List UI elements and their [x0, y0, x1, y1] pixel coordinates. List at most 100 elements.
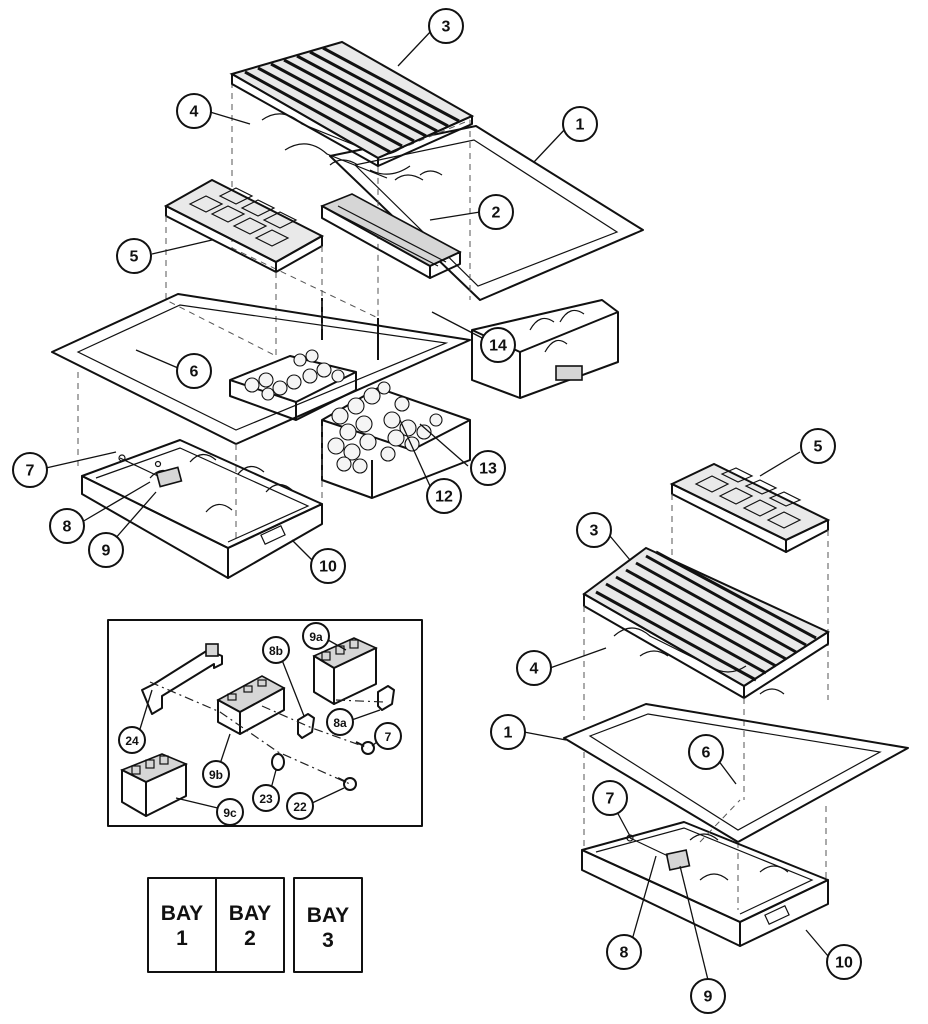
callout-7-right: 7	[592, 780, 628, 816]
callout-8b: 8b	[262, 636, 290, 664]
callout-9-right: 9	[690, 978, 726, 1014]
svg-text:7: 7	[26, 463, 35, 480]
svg-text:7: 7	[385, 730, 392, 744]
callout-7-detail: 7	[374, 722, 402, 750]
svg-text:3: 3	[442, 19, 451, 36]
inset-frame	[107, 619, 423, 827]
vent-grille-right	[669, 462, 831, 700]
callout-8a: 8a	[326, 708, 354, 736]
trim-frame-lower	[51, 293, 471, 445]
callout-6: 6	[176, 353, 212, 389]
left-assembly: 3 4 1 2 5 6 14 7 13 12 8 9 10	[12, 8, 644, 584]
vent-grille	[163, 178, 325, 273]
callout-9b: 9b	[202, 760, 230, 788]
svg-text:8: 8	[620, 945, 629, 962]
svg-text:10: 10	[319, 559, 337, 576]
svg-text:3: 3	[590, 523, 599, 540]
callout-1-right: 1	[490, 714, 526, 750]
svg-text:8: 8	[63, 519, 72, 536]
svg-text:13: 13	[479, 461, 497, 478]
screw-7	[355, 741, 375, 755]
bay-2-word: BAY	[229, 902, 271, 925]
grill-grate-right	[582, 546, 831, 699]
leader-lines-left	[45, 29, 567, 563]
svg-text:9c: 9c	[223, 806, 237, 820]
callout-5-right: 5	[800, 428, 836, 464]
callout-7: 7	[12, 452, 48, 488]
svg-text:4: 4	[530, 661, 539, 678]
housing-right	[583, 606, 785, 800]
bay-3-box	[293, 877, 363, 973]
switch-bracket	[118, 454, 183, 488]
callout-5: 5	[116, 238, 152, 274]
callout-8-right: 8	[606, 934, 642, 970]
callout-10-right: 10	[826, 944, 862, 980]
callout-9: 9	[88, 532, 124, 568]
bay-1-box	[147, 877, 217, 973]
callout-6-right: 6	[688, 734, 724, 770]
switch-9a	[312, 637, 378, 705]
clip-8b	[297, 713, 315, 739]
svg-text:7: 7	[606, 791, 615, 808]
svg-text:8b: 8b	[269, 644, 283, 658]
svg-text:14: 14	[489, 338, 507, 355]
svg-text:9: 9	[704, 989, 713, 1006]
callout-8: 8	[49, 508, 85, 544]
leader-lines-right	[523, 451, 829, 981]
svg-text:1: 1	[504, 725, 513, 742]
rock-tray-small	[229, 349, 357, 421]
clip-8a	[377, 685, 395, 711]
svg-text:9b: 9b	[209, 768, 223, 782]
svg-text:9: 9	[102, 543, 111, 560]
bay-3-num: 3	[322, 929, 334, 952]
svg-text:5: 5	[130, 249, 139, 266]
svg-text:23: 23	[259, 792, 273, 806]
callout-3-right: 3	[576, 512, 612, 548]
bay-2-box	[215, 877, 285, 973]
callout-4-right: 4	[516, 650, 552, 686]
svg-text:2: 2	[492, 205, 501, 222]
trim-frame-right	[563, 703, 909, 843]
svg-text:12: 12	[435, 489, 453, 506]
bay-legend: BAY 1 BAY 2 BAY 3	[147, 877, 363, 973]
nut-23	[271, 753, 285, 771]
svg-text:6: 6	[702, 745, 711, 762]
svg-text:1: 1	[576, 117, 585, 134]
switch-9c	[120, 753, 189, 817]
bay-2-num: 2	[244, 927, 256, 950]
callout-4: 4	[176, 93, 212, 129]
svg-text:4: 4	[190, 104, 199, 121]
callout-14: 14	[480, 327, 516, 363]
callout-24: 24	[118, 726, 146, 754]
rock-grate-large	[321, 381, 471, 499]
grill-grate-top	[229, 40, 475, 167]
callout-9c: 9c	[216, 798, 244, 826]
switch-9b	[216, 675, 286, 735]
callout-9a: 9a	[302, 622, 330, 650]
drip-box	[81, 439, 323, 579]
lower-housing	[77, 372, 323, 540]
drip-box-right	[581, 752, 829, 947]
bay-1-word: BAY	[161, 902, 203, 925]
svg-text:22: 22	[293, 800, 307, 814]
svg-text:8a: 8a	[333, 716, 347, 730]
callout-10: 10	[310, 548, 346, 584]
heating-element-cartridge	[320, 193, 462, 279]
svg-text:6: 6	[190, 364, 199, 381]
bracket-24	[141, 649, 223, 715]
svg-text:5: 5	[814, 439, 823, 456]
bay-1-num: 1	[176, 927, 188, 950]
svg-text:24: 24	[125, 734, 139, 748]
callout-13: 13	[470, 450, 506, 486]
bracket-clip	[555, 365, 583, 381]
bay-3-word: BAY	[307, 904, 349, 927]
callout-3: 3	[428, 8, 464, 44]
right-assembly: 5 3 4 1 6 7 8 9 10	[490, 428, 909, 1014]
callout-12: 12	[426, 478, 462, 514]
callout-1: 1	[562, 106, 598, 142]
svg-text:9a: 9a	[309, 630, 323, 644]
callout-22: 22	[286, 792, 314, 820]
svg-text:10: 10	[835, 955, 853, 972]
switch-detail-inset: 9a 8b 8a 7 24 9b 23 22 9c	[107, 619, 423, 827]
